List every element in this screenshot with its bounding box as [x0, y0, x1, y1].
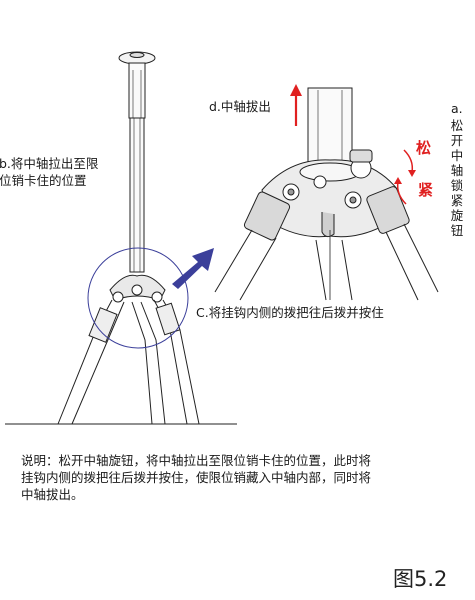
leg-mid-outer [131, 301, 153, 425]
tripod-detail [214, 87, 439, 301]
hub-knob-left [112, 291, 124, 303]
detail-leg-left-a [214, 229, 253, 293]
center-column-lower [129, 117, 145, 273]
caption-line-2: 挂钩内侧的拨把往后拨并按住，使限位销藏入中轴内部，同时将 [21, 470, 372, 485]
leg-left-inner [71, 301, 125, 425]
detail-leg-lock-left [243, 191, 291, 241]
detail-leg-mid-a [315, 239, 327, 301]
leg-right-lock [155, 302, 181, 336]
leg-mid-inner [140, 301, 166, 425]
caption-line-3: 中轴拔出。 [21, 487, 84, 502]
hub-knob-right [151, 291, 163, 303]
hub-knob-center [131, 284, 143, 296]
detail-leg-right-b [403, 223, 439, 293]
figure-number: 图5.2 [393, 567, 448, 591]
label-tighten: 紧 [418, 181, 434, 199]
detail-knob-center [313, 175, 327, 189]
detail-leg-lock-right [366, 186, 410, 234]
label-c: C.将挂钩内侧的拨把往后拨并按住 [196, 305, 384, 320]
tripod-full [57, 51, 200, 425]
detail-leg-left-b [239, 237, 277, 301]
label-a-prefix: a. [451, 101, 463, 116]
caption-line-1: 说明：松开中轴旋钮，将中轴拉出至限位销卡住的位置，此时将 [21, 453, 372, 468]
pull-out-arrow-head [290, 84, 302, 96]
leg-left-lock [88, 307, 118, 343]
loosen-arrow [403, 149, 414, 173]
label-a-vertical: 松开中轴锁紧旋钮 [450, 118, 464, 238]
detail-center-column [307, 87, 353, 173]
hook-lever [321, 212, 335, 238]
center-column-upper [128, 62, 146, 119]
column-lock-cap [349, 149, 373, 163]
label-loosen: 松 [416, 139, 432, 157]
zoom-arrow [172, 248, 214, 289]
detail-leg-mid-b [341, 239, 353, 301]
label-d: d.中轴拔出 [209, 99, 271, 114]
caption: 说明：松开中轴旋钮，将中轴拉出至限位销卡住的位置，此时将 挂钩内侧的拨把往后拨并… [21, 452, 469, 503]
detail-leg-right-a [385, 231, 419, 301]
head-screw [129, 52, 145, 58]
label-b: b.将中轴拉出至限 位销卡住的位置 [0, 156, 99, 188]
detail-circle [87, 247, 189, 349]
